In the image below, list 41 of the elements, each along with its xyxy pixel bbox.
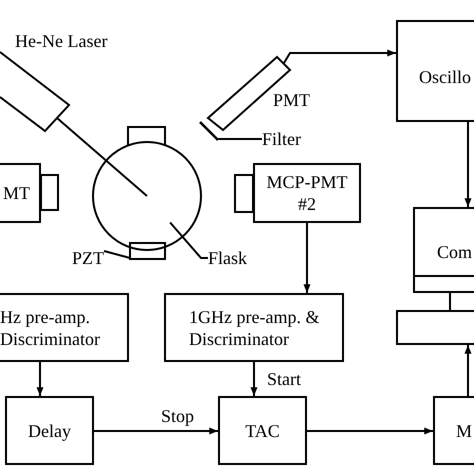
leader-line (104, 250, 130, 259)
leader-line (169, 222, 208, 259)
box-label: Oscillo (419, 66, 471, 88)
analyzer-box (433, 396, 474, 465)
keyboard-box (396, 310, 474, 345)
pzt-label: PZT (72, 247, 104, 269)
box-label: TAC (245, 420, 280, 442)
tac-box (218, 396, 307, 465)
laser-beam (56, 117, 148, 197)
filter-label: Filter (262, 128, 301, 150)
arrow (250, 362, 258, 396)
box-label: 1GHz pre-amp. & Discriminator (189, 306, 320, 350)
optical-filter (199, 121, 219, 141)
box-label: Delay (28, 420, 71, 442)
amplifier-box (164, 293, 344, 362)
detector-box (0, 163, 41, 223)
arrow (304, 223, 310, 293)
arrow (464, 345, 472, 396)
device-label: PMT (273, 89, 310, 111)
box-label: M (456, 420, 472, 442)
monitor-stand (449, 293, 451, 310)
laser-tube (0, 51, 70, 132)
detector-box (253, 163, 361, 223)
box-label: Com (437, 241, 472, 263)
arrow (464, 122, 472, 207)
pzt-tab (129, 242, 166, 260)
flask-label: Flask (208, 247, 248, 269)
arrow (36, 362, 44, 396)
arrow (94, 428, 218, 434)
amplifier-box (0, 293, 129, 362)
device-label: He-Ne Laser (15, 30, 108, 52)
oscilloscope-box (396, 20, 474, 122)
monitor-box (413, 207, 474, 293)
arrow (283, 50, 396, 64)
box-label: MCP-PMT #2 (265, 171, 349, 215)
flask-circle (92, 141, 202, 251)
box-label: Hz pre-amp. Discriminator (0, 306, 101, 350)
arrow (307, 428, 433, 434)
box-label: MT (3, 182, 30, 204)
delay-box (5, 396, 94, 465)
leader-line (218, 138, 262, 140)
